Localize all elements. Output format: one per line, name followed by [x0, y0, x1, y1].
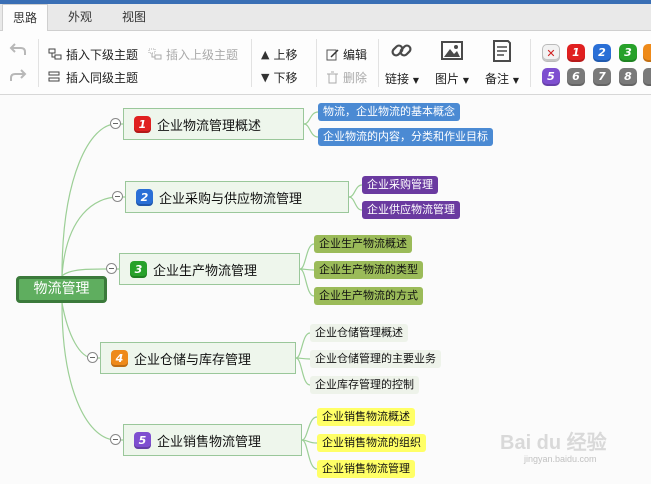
- image-button[interactable]: 图片 ▼: [434, 39, 470, 87]
- subtopic-4-2[interactable]: 企业仓储管理的主要业务: [310, 350, 441, 368]
- subtopic-1-2[interactable]: 企业物流的内容，分类和作业目标: [318, 128, 493, 146]
- link-button[interactable]: 链接 ▼: [384, 39, 420, 87]
- priority-1-badge-icon: 1: [134, 115, 151, 133]
- remove-priority-icon[interactable]: ✕: [542, 44, 560, 62]
- subtopic-4-1[interactable]: 企业仓储管理概述: [310, 324, 408, 342]
- topic-label: 企业物流管理概述: [157, 118, 262, 134]
- topic-label: 企业采购与供应物流管理: [159, 191, 303, 207]
- insert-sibling-icon: [48, 71, 60, 82]
- tab-appearance[interactable]: 外观: [67, 10, 92, 24]
- root-topic[interactable]: 物流管理: [16, 276, 107, 303]
- priority-3-icon[interactable]: 3: [619, 44, 637, 62]
- topic-label: 企业销售物流管理: [157, 434, 262, 450]
- redo-icon[interactable]: [9, 67, 27, 83]
- toolbar-separator: [378, 39, 379, 87]
- subtopic-4-3[interactable]: 企业库存管理的控制: [310, 376, 419, 394]
- priority-6-icon[interactable]: 6: [567, 68, 585, 86]
- toolbar-separator: [38, 39, 39, 87]
- priority-2-icon[interactable]: 2: [593, 44, 611, 62]
- undo-icon[interactable]: [9, 41, 27, 57]
- toolbar-separator: [251, 39, 252, 87]
- watermark-url: jingyan.baidu.com: [524, 454, 597, 464]
- move-down-label: 下移: [273, 70, 298, 85]
- priority-8-icon[interactable]: 8: [619, 68, 637, 86]
- topic-label: 企业仓储与库存管理: [134, 352, 252, 368]
- subtopic-5-1[interactable]: 企业销售物流概述: [317, 408, 415, 426]
- link-label: 链接: [385, 72, 410, 86]
- insert-parent-label: 插入上级主题: [166, 47, 239, 62]
- insert-sibling-topic-button[interactable]: 插入同级主题: [48, 68, 138, 86]
- insert-parent-topic-button[interactable]: 插入上级主题: [148, 45, 238, 63]
- note-icon: [493, 40, 511, 62]
- topic-3[interactable]: 3 企业生产物流管理: [119, 253, 300, 285]
- priority-5-icon[interactable]: 5: [542, 68, 560, 86]
- topic-5[interactable]: 5 企业销售物流管理: [123, 424, 302, 456]
- delete-label: 删除: [343, 70, 368, 85]
- priority-4-icon[interactable]: [643, 44, 651, 62]
- insert-child-icon: [48, 48, 62, 60]
- ribbon-toolbar: 插入下级主题 插入上级主题 插入同级主题 ▲ 上移 ▼ 下移 编辑 删除: [0, 31, 651, 95]
- priority-1-icon[interactable]: 1: [567, 44, 585, 62]
- priority-2-badge-icon: 2: [136, 188, 153, 206]
- mindmap-canvas[interactable]: 物流管理 1 企业物流管理概述 物流，企业物流的基本概念 企业物流的内容，分类和…: [0, 96, 651, 484]
- link-icon: [391, 44, 412, 57]
- watermark-brand: Bai du 经验: [500, 432, 607, 454]
- window-top-accent: [0, 0, 651, 4]
- insert-child-topic-button[interactable]: 插入下级主题: [48, 45, 138, 63]
- topic-4[interactable]: 4 企业仓储与库存管理: [100, 342, 296, 374]
- trash-icon: [327, 71, 338, 83]
- note-button[interactable]: 备注 ▼: [484, 39, 520, 87]
- topic-1[interactable]: 1 企业物流管理概述: [123, 108, 304, 140]
- edit-label: 编辑: [343, 47, 368, 62]
- image-label: 图片: [435, 72, 460, 86]
- collapse-toggle-icon[interactable]: [110, 434, 121, 445]
- arrow-up-icon: ▲: [261, 47, 270, 61]
- edit-button[interactable]: 编辑: [326, 45, 367, 63]
- move-up-label: 上移: [273, 47, 298, 62]
- note-label: 备注: [485, 72, 510, 86]
- collapse-toggle-icon[interactable]: [110, 118, 121, 129]
- delete-button[interactable]: 删除: [326, 68, 367, 86]
- subtopic-1-1[interactable]: 物流，企业物流的基本概念: [318, 103, 460, 121]
- move-up-button[interactable]: ▲ 上移: [261, 45, 297, 63]
- insert-child-label: 插入下级主题: [66, 47, 139, 62]
- collapse-toggle-icon[interactable]: [112, 191, 123, 202]
- tab-thinking[interactable]: 思路: [2, 4, 48, 32]
- subtopic-3-1[interactable]: 企业生产物流概述: [314, 235, 412, 253]
- priority-3-badge-icon: 3: [130, 260, 147, 278]
- ribbon-tabbar: 思路 外观 视图: [0, 4, 651, 32]
- subtopic-5-3[interactable]: 企业销售物流管理: [317, 460, 415, 478]
- priority-7-icon[interactable]: 7: [593, 68, 611, 86]
- subtopic-3-2[interactable]: 企业生产物流的类型: [314, 261, 423, 279]
- topic-2[interactable]: 2 企业采购与供应物流管理: [125, 181, 349, 213]
- subtopic-2-1[interactable]: 企业采购管理: [362, 176, 438, 194]
- topic-label: 企业生产物流管理: [153, 263, 258, 279]
- pencil-icon: [326, 48, 339, 60]
- collapse-toggle-icon[interactable]: [106, 263, 117, 274]
- collapse-toggle-icon[interactable]: [87, 352, 98, 363]
- toolbar-separator: [530, 39, 531, 87]
- tab-view[interactable]: 视图: [121, 10, 146, 24]
- subtopic-5-2[interactable]: 企业销售物流的组织: [317, 434, 426, 452]
- move-down-button[interactable]: ▼ 下移: [261, 68, 297, 86]
- toolbar-separator: [316, 39, 317, 87]
- subtopic-3-3[interactable]: 企业生产物流的方式: [314, 287, 423, 305]
- arrow-down-icon: ▼: [261, 70, 270, 84]
- insert-sibling-label: 插入同级主题: [66, 70, 139, 85]
- insert-parent-icon: [148, 48, 162, 60]
- picture-icon: [441, 41, 463, 60]
- priority-5-badge-icon: 5: [134, 431, 151, 449]
- priority-9-icon[interactable]: [643, 68, 651, 86]
- subtopic-2-2[interactable]: 企业供应物流管理: [362, 201, 460, 219]
- priority-4-badge-icon: 4: [111, 349, 128, 367]
